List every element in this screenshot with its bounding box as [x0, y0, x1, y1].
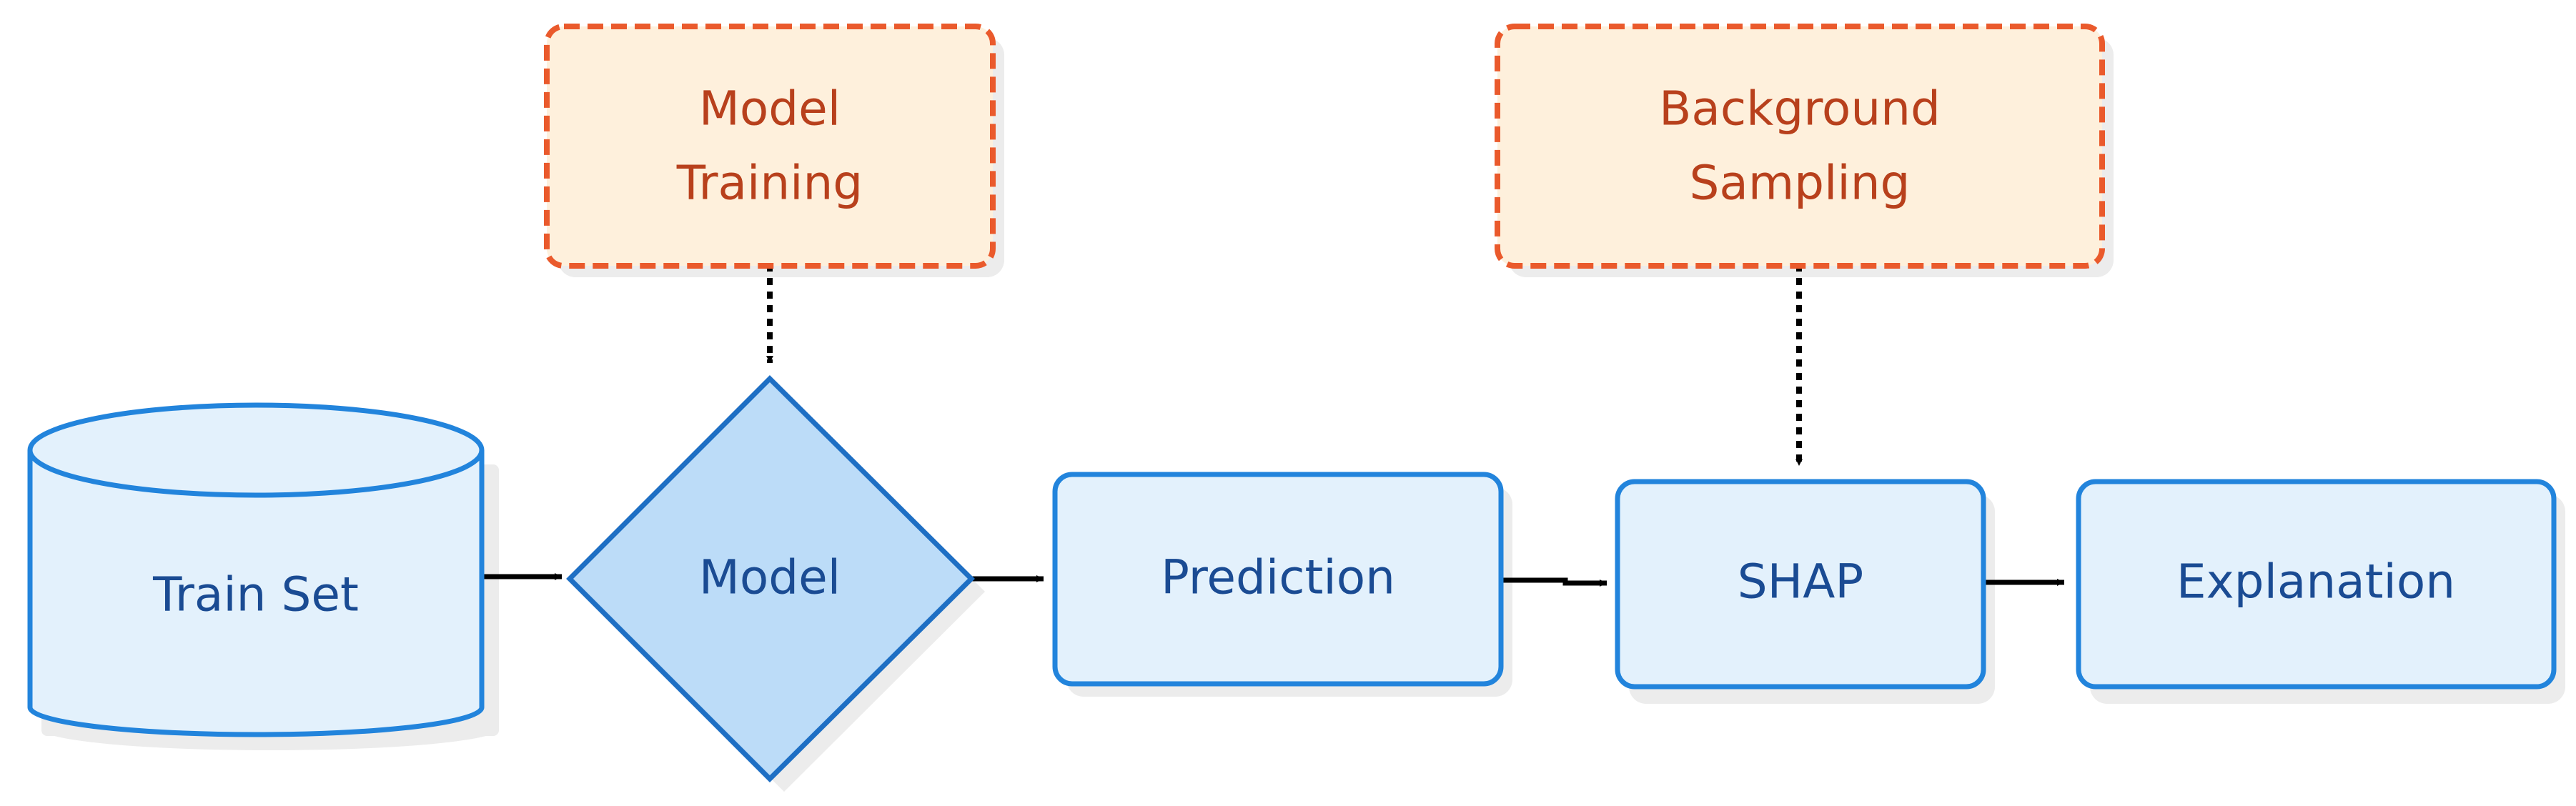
train-set-cylinder-body: [27, 450, 485, 737]
explanation-box: [2076, 479, 2557, 690]
connectors: [483, 264, 2064, 587]
model-diamond: [566, 375, 975, 782]
background-sampling-label-line1: Background: [1659, 81, 1941, 136]
prediction-label: Prediction: [1161, 550, 1395, 605]
explanation-node: Explanation: [2076, 479, 2557, 690]
train-set-cylinder-top: [27, 402, 485, 498]
model-training-label-line1: Model: [699, 81, 841, 136]
shap-box: [1615, 479, 1986, 690]
explanation-label: Explanation: [2176, 554, 2455, 610]
model-training-node: Model Training: [544, 24, 996, 269]
model-training-box: [544, 24, 996, 269]
background-sampling-box: [1495, 24, 2105, 269]
model-label: Model: [699, 550, 841, 605]
prediction-box: [1052, 472, 1504, 687]
shap-label: SHAP: [1738, 554, 1863, 610]
shap-node: SHAP: [1615, 479, 1986, 690]
train-set-label: Train Set: [152, 567, 359, 622]
background-sampling-node: Background Sampling: [1495, 24, 2105, 269]
prediction-node: Prediction: [1052, 472, 1504, 687]
arrow-prediction-to-shap: [1500, 577, 1607, 587]
model-training-label-line2: Training: [676, 156, 863, 211]
model-node: Model: [566, 375, 975, 782]
train-set-node: Train Set: [27, 402, 485, 737]
background-sampling-label-line2: Sampling: [1690, 156, 1911, 211]
